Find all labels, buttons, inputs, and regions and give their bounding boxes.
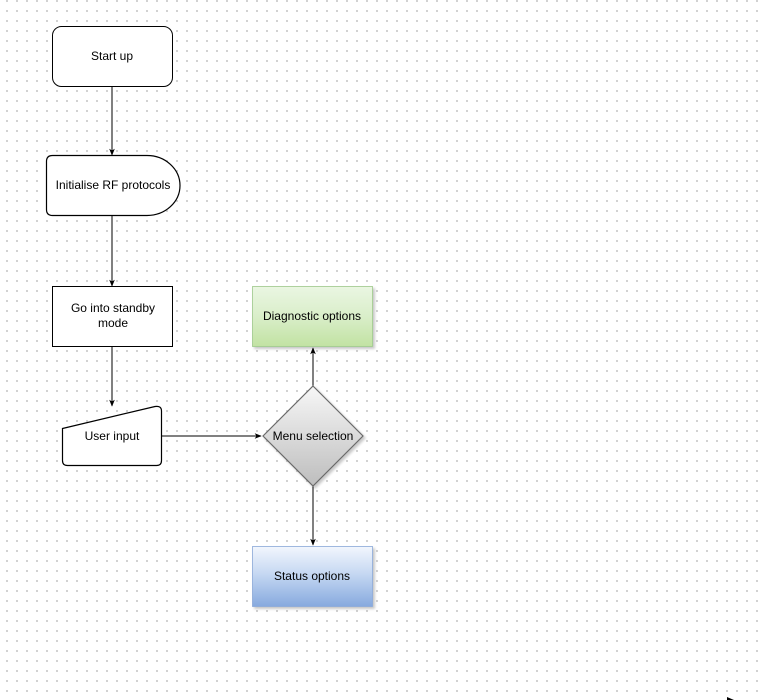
- status-options-node[interactable]: [252, 546, 373, 607]
- standby-node[interactable]: [52, 286, 173, 347]
- status-options-label: Status options: [273, 568, 351, 583]
- init-rf-label: Initialise RF protocols: [55, 177, 171, 192]
- standby-label: Go into standby mode: [70, 301, 156, 330]
- start-up-node[interactable]: [52, 26, 173, 87]
- diagnostic-options-label: Diagnostic options: [262, 308, 362, 323]
- init-rf-node[interactable]: [45, 154, 181, 217]
- menu-selection-node[interactable]: [262, 385, 364, 487]
- diagnostic-options-node[interactable]: [252, 286, 373, 347]
- cursor-icon: [727, 697, 734, 700]
- user-input-node[interactable]: [61, 405, 163, 467]
- user-input-label: User input: [84, 428, 140, 443]
- menu-selection-label: Menu selection: [272, 428, 354, 443]
- start-up-label: Start up: [90, 48, 134, 63]
